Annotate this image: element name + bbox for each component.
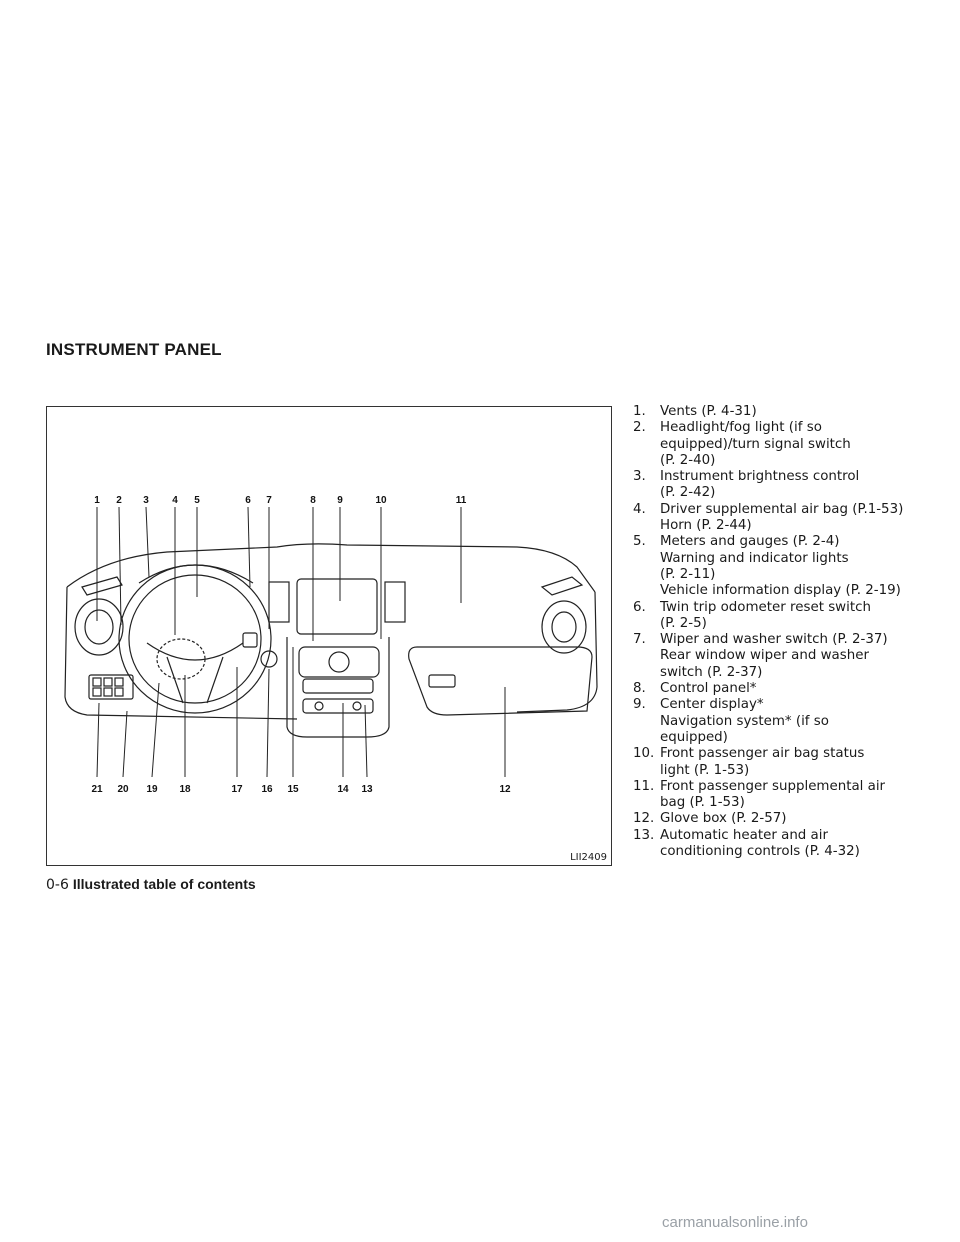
figure-code: LII2409	[570, 852, 607, 863]
legend-item: 12. Glove box (P. 2-57)	[633, 811, 933, 827]
section-title: INSTRUMENT PANEL	[46, 340, 222, 359]
legend-item-number: 5.	[633, 534, 646, 550]
legend-item-text: (P. 2-42)	[660, 485, 716, 501]
callout-19: 19	[146, 784, 158, 795]
legend-item-text: switch (P. 2-37)	[660, 664, 763, 680]
legend-item-text: bag (P. 1-53)	[660, 795, 745, 811]
callout-2: 2	[116, 495, 122, 506]
dashboard-drawing: 1 2 3 4 5 6 7 8 9 10 11 21 20 19 18 17 1…	[64, 495, 598, 795]
legend-item-text: Glove box (P. 2-57)	[660, 811, 787, 827]
legend-item-number: 7.	[633, 632, 646, 648]
callout-14: 14	[337, 784, 349, 795]
legend-item-number: 3.	[633, 469, 646, 485]
legend-item: 7. Wiper and washer switch (P. 2-37)Rear …	[633, 632, 933, 681]
legend-item-text: Instrument brightness control	[660, 469, 860, 485]
legend-item-text: Meters and gauges (P. 2-4)	[660, 534, 840, 550]
legend-item-text: Warning and indicator lights	[660, 550, 849, 566]
legend-item: 4. Driver supplemental air bag (P.1-53)Ho…	[633, 502, 933, 535]
legend-item-text: (P. 2-40)	[660, 452, 716, 468]
page-number: 0-6	[46, 877, 69, 893]
callout-17: 17	[231, 784, 243, 795]
legend-item-text: Front passenger supplemental air	[660, 778, 886, 794]
legend-list: 1. Vents (P. 4-31) 2. Headlight/fog light (…	[633, 404, 933, 860]
legend-item-text: Vehicle information display (P. 2-19)	[660, 583, 901, 599]
legend-item-number: 6.	[633, 599, 646, 615]
legend-item-number: 2.	[633, 420, 646, 436]
callout-18: 18	[179, 784, 191, 795]
callout-12: 12	[499, 784, 511, 795]
callout-9: 9	[337, 495, 343, 506]
legend-item-text: Control panel*	[660, 681, 757, 697]
legend-item: 3. Instrument brightness control(P. 2-42)	[633, 469, 933, 502]
legend-item-number: 4.	[633, 501, 646, 517]
legend-item-text: Headlight/fog light (if so	[660, 420, 822, 436]
legend-item-text: equipped)/turn signal switch	[660, 436, 851, 452]
legend-item-text: light (P. 1-53)	[660, 762, 750, 778]
callout-10: 10	[375, 495, 387, 506]
legend-item-text: (P. 2-11)	[660, 566, 716, 582]
legend-item-number: 12.	[633, 811, 655, 827]
legend-item-text: Driver supplemental air bag (P.1-53)	[660, 501, 904, 517]
legend-item-text: Horn (P. 2-44)	[660, 518, 752, 534]
legend-item: 8. Control panel*	[633, 681, 933, 697]
legend-item: 1. Vents (P. 4-31)	[633, 404, 933, 420]
legend-item-number: 1.	[633, 404, 646, 419]
legend-item-number: 10.	[633, 746, 655, 762]
legend-item-text: conditioning controls (P. 4-32)	[660, 844, 860, 860]
instrument-panel-illustration: 1 2 3 4 5 6 7 8 9 10 11 21 20 19 18 17 1…	[46, 406, 612, 866]
callout-15: 15	[287, 784, 299, 795]
legend-item-text: Navigation system* (if so	[660, 713, 829, 729]
legend-item-text: Twin trip odometer reset switch	[660, 599, 871, 615]
callout-8: 8	[310, 495, 316, 506]
callout-5: 5	[194, 495, 200, 506]
legend-item-text: Center display*	[660, 697, 764, 713]
callout-4: 4	[172, 495, 178, 506]
callout-7: 7	[266, 495, 272, 506]
footer-title: Illustrated table of contents	[72, 876, 256, 892]
legend-item-text: Wiper and washer switch (P. 2-37)	[660, 632, 888, 648]
legend-item: 9. Center display*Navigation system* (if …	[633, 697, 933, 746]
callout-21: 21	[91, 784, 103, 795]
callout-11: 11	[456, 495, 467, 506]
legend-item-text: Front passenger air bag status	[660, 746, 865, 762]
watermark: carmanualsonline.info	[662, 1214, 808, 1231]
callout-6: 6	[245, 495, 251, 506]
legend-item-text: Automatic heater and air	[660, 827, 828, 843]
legend-item: 6. Twin trip odometer reset switch(P. 2-5…	[633, 600, 933, 633]
legend-item-number: 8.	[633, 681, 646, 697]
legend-item-text: Rear window wiper and washer	[660, 648, 869, 664]
legend-item-number: 11.	[633, 778, 655, 794]
legend-item-text: (P. 2-5)	[660, 615, 707, 631]
callout-16: 16	[261, 784, 273, 795]
legend-item: 5. Meters and gauges (P. 2-4)Warning and …	[633, 534, 933, 599]
legend-item-number: 13.	[633, 827, 655, 843]
callout-3: 3	[143, 495, 149, 506]
callout-1: 1	[94, 495, 100, 506]
legend-item-text: equipped)	[660, 729, 728, 745]
legend-item-text: Vents (P. 4-31)	[660, 404, 757, 419]
callout-20: 20	[117, 784, 129, 795]
legend-item-number: 9.	[633, 697, 646, 713]
callout-13: 13	[361, 784, 373, 795]
